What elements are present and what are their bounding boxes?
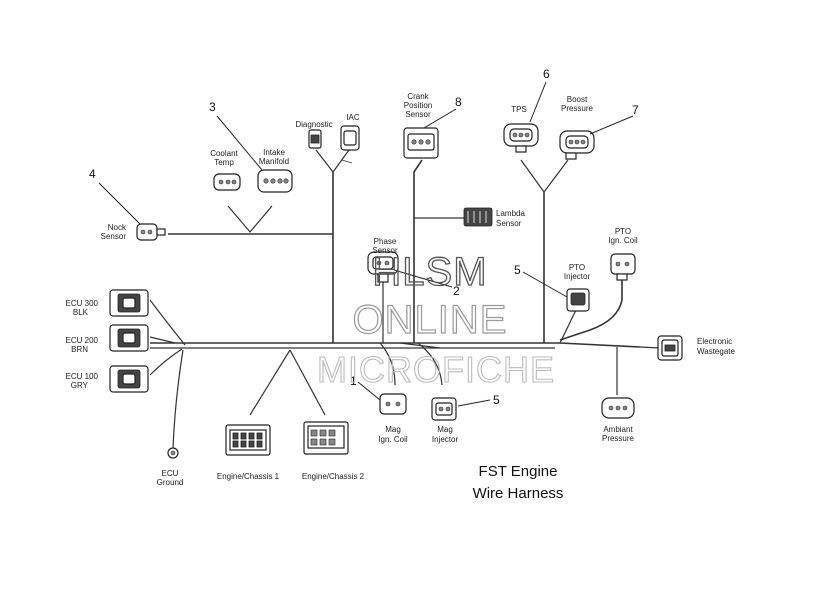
label-pto-coil-2: Ign. Coil (608, 236, 638, 245)
harness-wires (149, 149, 661, 449)
boost-lead (543, 159, 569, 193)
callout-5-mag: 5 (493, 393, 500, 407)
callout-6: 6 (543, 67, 550, 81)
label-ecu300-2: BLK (73, 308, 89, 317)
crank-sensor-connector (403, 127, 439, 159)
label-lambda-2: Sensor (496, 219, 522, 228)
trunk-junction (399, 342, 441, 349)
callout-5-pto: 5 (514, 263, 521, 277)
tps-connector (503, 123, 539, 153)
label-ecu-ground-2: Ground (157, 478, 184, 487)
label-intake-2: Manifold (259, 157, 289, 166)
watermark-line-2: ONLINE (353, 298, 508, 342)
label-ecu200-2: BRN (71, 345, 88, 354)
ambiant-pressure-connector (601, 397, 635, 419)
label-knock-2: Sensor (101, 232, 127, 241)
label-iac: IAC (346, 113, 360, 122)
crank-trunk (413, 159, 423, 343)
engine-chassis-1-connector (225, 424, 271, 456)
iac-lead (332, 149, 350, 173)
label-crank-1: Crank (407, 92, 429, 101)
label-mag-inj-1: Mag (437, 425, 453, 434)
main-trunk (150, 342, 641, 348)
label-boost-1: Boost (567, 95, 588, 104)
diagram-title-line-2: Wire Harness (473, 485, 564, 502)
watermark-line-1: HLSM (372, 250, 487, 294)
iac-connector (340, 125, 360, 164)
label-phase-1: Phase (374, 237, 397, 246)
ecu100-lead (149, 348, 183, 376)
label-wastegate-1: Electronic (697, 337, 732, 346)
callout-3: 3 (209, 100, 216, 114)
label-lambda-1: Lambda (496, 209, 525, 218)
ecu200-lead (149, 336, 176, 344)
label-ambiant-2: Pressure (602, 434, 635, 443)
diagnostic-connector (308, 129, 322, 149)
watermark-line-3: MICROFICHE (317, 349, 555, 390)
tps-lead (520, 159, 545, 193)
label-boost-2: Pressure (561, 104, 594, 113)
boost-pressure-connector (559, 130, 595, 160)
label-ecu300-1: ECU 300 (66, 299, 99, 308)
ecu-ground-lead (172, 349, 184, 449)
label-pto-inj-1: PTO (569, 263, 585, 272)
ecu300-connector (109, 289, 149, 317)
label-mag-inj-2: Injector (432, 435, 459, 444)
label-crank-2: Position (404, 101, 432, 110)
label-mag-coil-2: Ign. Coil (378, 435, 408, 444)
label-crank-3: Sensor (405, 110, 431, 119)
label-phase-2: Sensor (372, 246, 398, 255)
pto-injector-connector (566, 288, 590, 312)
callout-8: 8 (455, 95, 462, 109)
lambda-sensor-connector (463, 207, 493, 227)
label-intake-1: Intake (263, 148, 285, 157)
ecu200-connector (109, 324, 149, 352)
watermark: HLSM ONLINE MICROFICHE (316, 249, 555, 390)
ecu100-connector (109, 365, 149, 393)
ecu-ground-terminal (167, 447, 179, 459)
chassis1-lead (249, 349, 291, 416)
coolant-temp-connector (213, 173, 241, 191)
mag-coil-lead (379, 342, 396, 386)
label-tps: TPS (511, 105, 527, 114)
intake-manifold-connector (257, 169, 293, 193)
label-chassis-2: Engine/Chassis 2 (302, 472, 365, 481)
label-ecu100-2: GRY (71, 381, 89, 390)
coolant-intake-branch (227, 205, 273, 233)
knock-sensor-connector (136, 223, 166, 241)
label-mag-coil-1: Mag (385, 425, 401, 434)
callout-2: 2 (453, 284, 460, 298)
label-diagnostic: Diagnostic (295, 120, 332, 129)
ecu300-lead (149, 299, 186, 346)
label-knock-1: Nock (108, 223, 127, 232)
label-ambiant-1: Ambiant (603, 425, 633, 434)
wastegate-lead (639, 346, 661, 349)
label-pto-inj-2: Injector (564, 272, 591, 281)
engine-chassis-2-connector (303, 421, 349, 455)
label-pto-coil-1: PTO (615, 227, 631, 236)
pto-coil-lead (559, 280, 623, 341)
mag-injector-connector (431, 397, 457, 421)
mag-coil-connector (379, 393, 407, 415)
callout-7: 7 (632, 103, 639, 117)
label-ecu200-1: ECU 200 (66, 336, 99, 345)
label-chassis-1: Engine/Chassis 1 (217, 472, 280, 481)
chassis2-lead (289, 349, 326, 416)
diagram-title-line-1: FST Engine (479, 463, 558, 480)
label-ecu-ground-1: ECU (162, 469, 179, 478)
callout-leaders (98, 81, 634, 407)
diagnostic-lead (315, 149, 334, 173)
label-wastegate-2: Wastegate (697, 347, 735, 356)
callout-1: 1 (350, 374, 357, 388)
callout-4: 4 (89, 167, 96, 181)
label-coolant-1: Coolant (210, 149, 238, 158)
phase-sensor-connector (367, 251, 399, 283)
pto-injector-lead (559, 309, 577, 344)
label-ecu100-1: ECU 100 (66, 372, 99, 381)
wastegate-connector (657, 335, 683, 361)
label-coolant-2: Temp (214, 158, 234, 167)
pto-coil-connector (610, 253, 636, 281)
